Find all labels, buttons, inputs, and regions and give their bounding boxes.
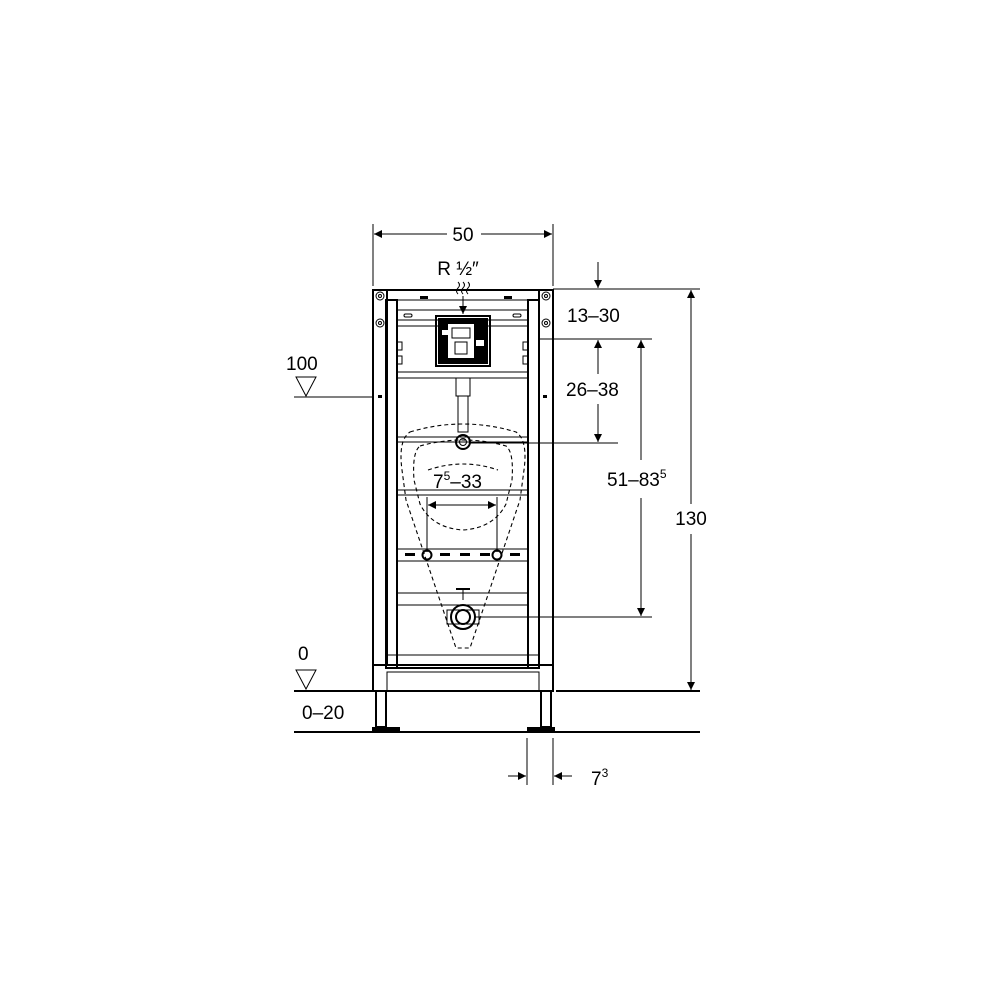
- svg-text:51–835: 51–835: [607, 467, 667, 491]
- valve-range-label: 26–38: [566, 380, 619, 401]
- dimension-width: 50: [372, 224, 554, 286]
- dimension-top-range: 13–30: [567, 262, 620, 327]
- outlet-sup: 5: [660, 467, 667, 481]
- level-0-marker: 0: [295, 644, 317, 691]
- dimension-foot: 73: [508, 738, 609, 790]
- spacing-main: 7: [433, 472, 444, 493]
- flush-valve-unit: [435, 315, 491, 450]
- urinal-outline: [400, 423, 526, 649]
- dimension-bolt-spacing: 75–33: [428, 469, 496, 509]
- dimension-outlet-height: 51–835: [607, 340, 667, 616]
- floor-range-label: 0–20: [302, 703, 344, 724]
- total-height-label: 130: [675, 509, 707, 530]
- level-0-label: 0: [298, 644, 309, 665]
- spacing-end: –33: [450, 472, 482, 493]
- reference-lines: [470, 288, 700, 618]
- level-100-label: 100: [286, 354, 318, 375]
- foot-main: 7: [591, 769, 602, 790]
- spacing-sup: 5: [444, 469, 451, 483]
- dimension-valve-range: 26–38: [566, 340, 619, 442]
- svg-text:73: 73: [591, 766, 609, 790]
- foot-sup: 3: [602, 766, 609, 780]
- floor-lines: [294, 690, 700, 733]
- mounting-bolts: [421, 497, 503, 561]
- connection-label: R ½″: [437, 259, 479, 280]
- svg-text:75–33: 75–33: [433, 469, 482, 493]
- width-label: 50: [452, 225, 473, 246]
- level-100-marker: 100: [286, 354, 372, 398]
- top-range-label: 13–30: [567, 306, 620, 327]
- dimension-total-height: 130: [675, 290, 707, 690]
- outlet-main: 51–83: [607, 470, 660, 491]
- drain-outlet: [446, 588, 480, 630]
- water-connection: R ½″: [437, 259, 479, 314]
